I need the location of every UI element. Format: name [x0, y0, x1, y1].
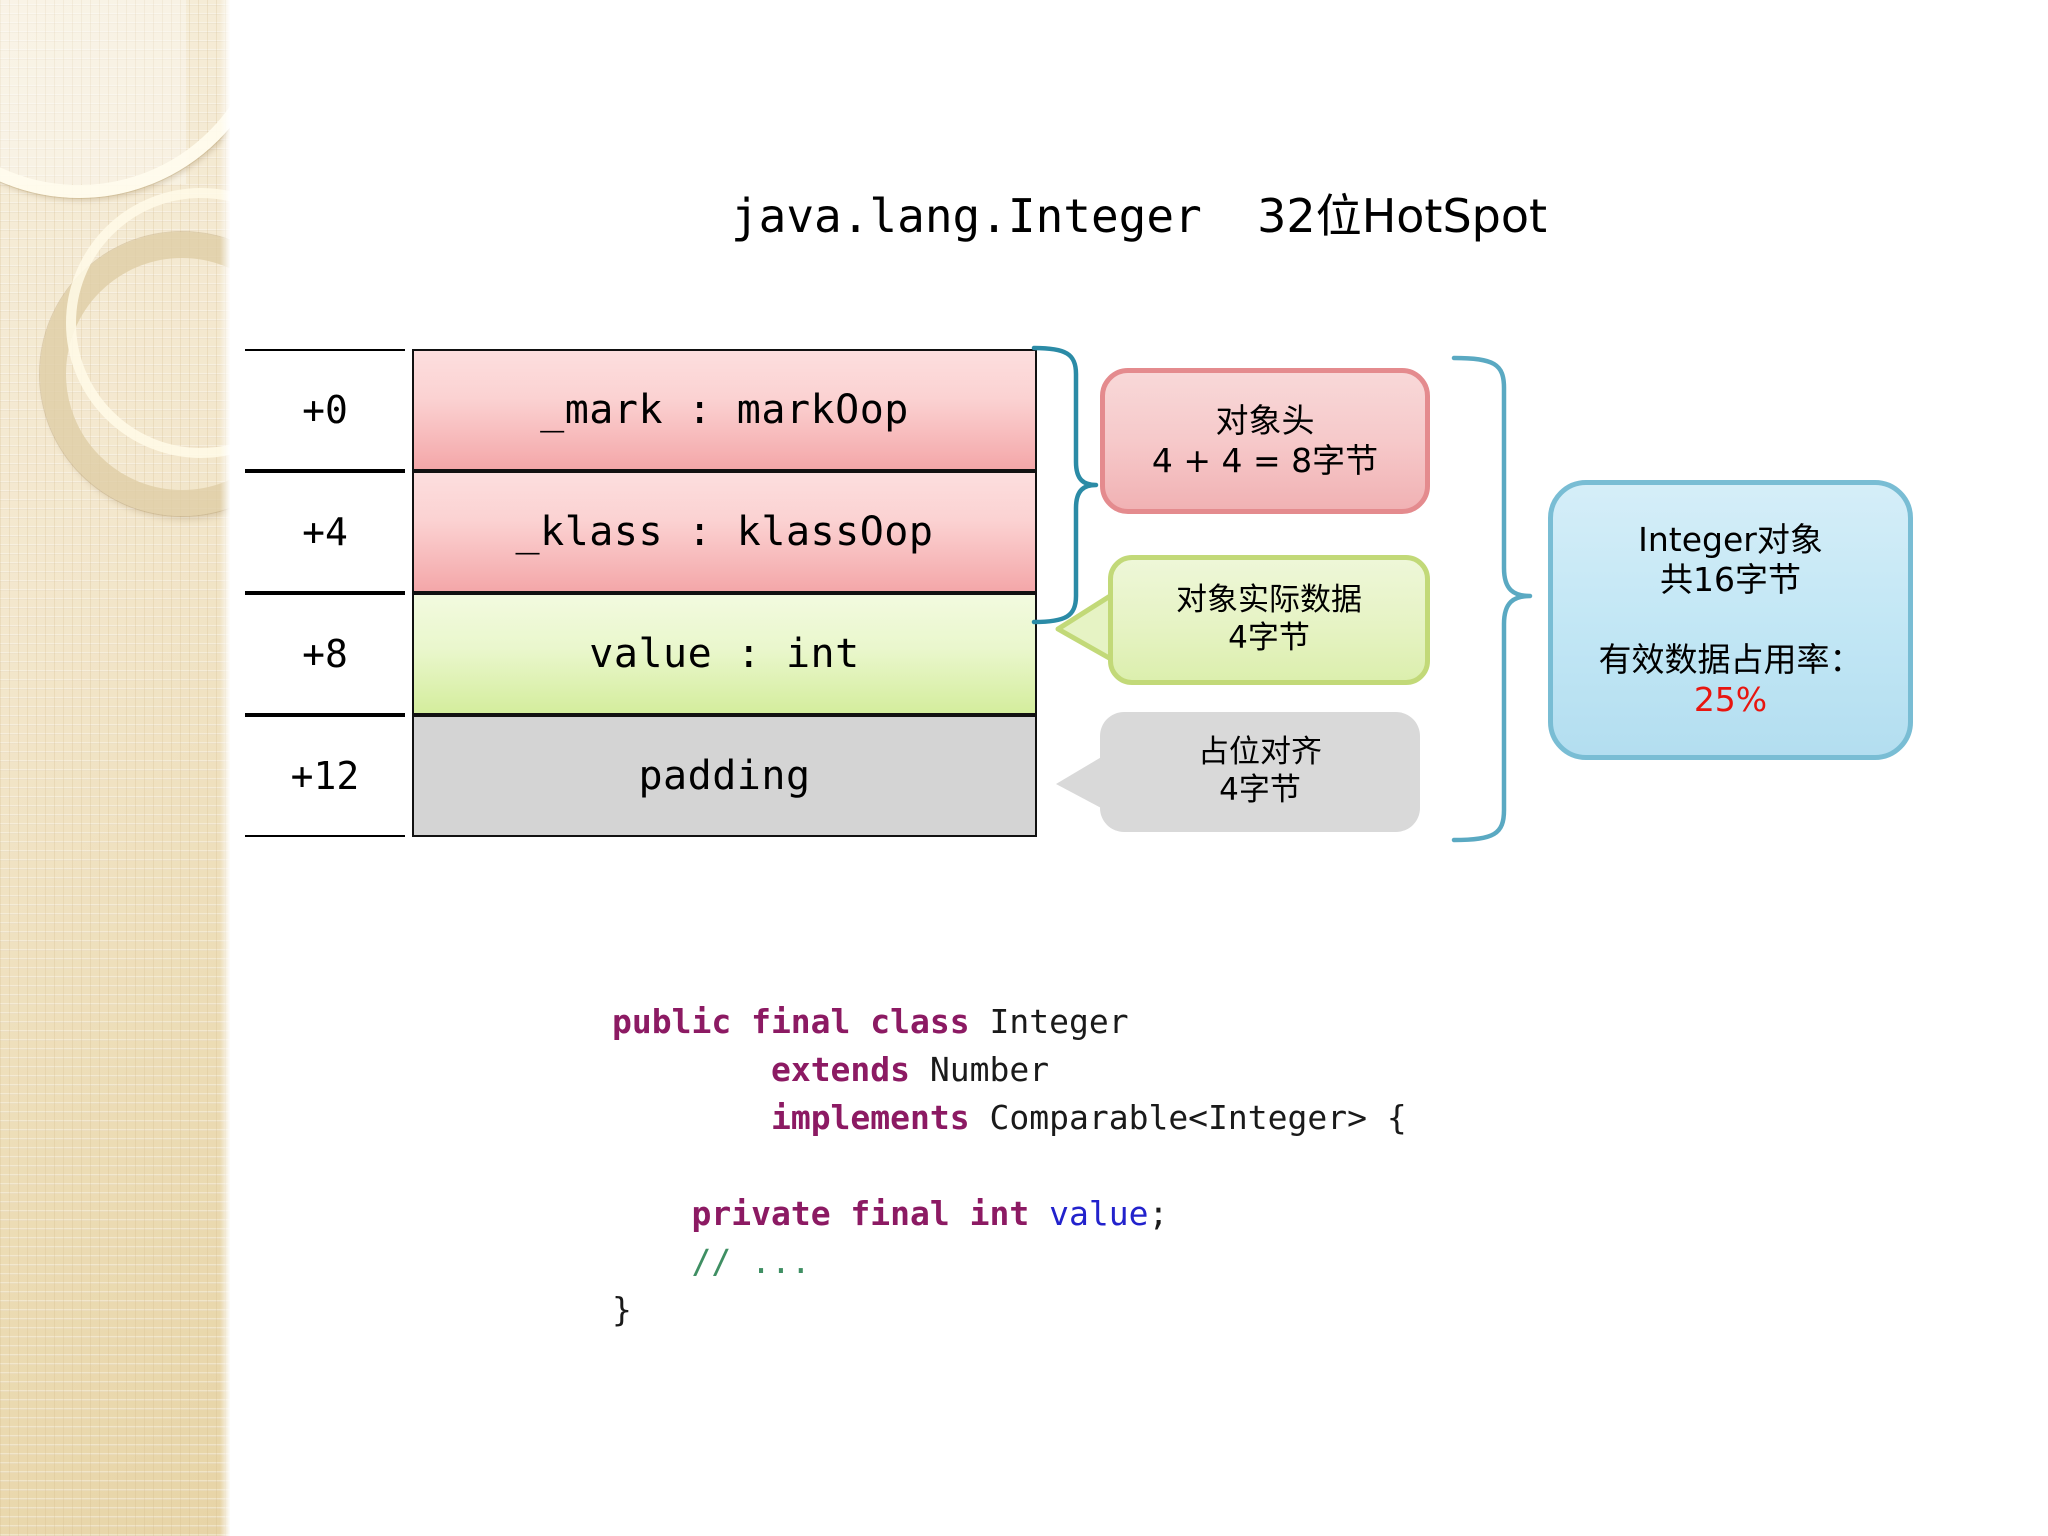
callout-total-group-ratio: 有效数据占用率： 25% [1599, 640, 1863, 721]
memory-row-value: value : int [412, 593, 1037, 715]
code-token: Comparable<Integer> { [969, 1098, 1407, 1137]
code-line [612, 1142, 1407, 1190]
code-token: Integer [969, 1002, 1129, 1041]
callout-total-line3: 有效数据占用率： [1598, 640, 1863, 679]
java-source-snippet: public final class Integer extends Numbe… [612, 998, 1407, 1334]
code-token: implements [770, 1098, 970, 1137]
code-line: public final class Integer [612, 998, 1407, 1046]
page-title: java.lang.Integer 32位HotSpot [230, 180, 2048, 246]
callout-total-percent: 25% [1693, 680, 1768, 720]
code-line: // ... [612, 1238, 1407, 1286]
code-line: } [612, 1286, 1407, 1334]
offset-label-0: +0 [245, 349, 405, 471]
code-line: implements Comparable<Integer> { [612, 1094, 1407, 1142]
callout-object-header-line1: 对象头 [1215, 400, 1315, 440]
code-token [612, 1242, 691, 1281]
code-token: } [612, 1290, 632, 1329]
code-token [612, 1194, 691, 1233]
offset-label-8: +8 [245, 593, 405, 715]
callout-padding-align: 占位对齐 4字节 [1100, 712, 1420, 832]
memory-row-klass: _klass : klassOop [412, 471, 1037, 593]
callout-object-header: 对象头 4 + 4 = 8字节 [1100, 368, 1430, 514]
code-token: // ... [691, 1242, 811, 1281]
code-token: extends [770, 1050, 911, 1089]
code-token: value [1049, 1194, 1149, 1233]
code-token [1029, 1194, 1049, 1233]
code-token: ; [1148, 1194, 1169, 1233]
title-class-name: java.lang.Integer [730, 189, 1202, 243]
callout-actual-data-line2: 4字节 [1228, 620, 1310, 656]
callout-total-group-size: Integer对象 共16字节 [1638, 520, 1823, 601]
callout-padding-align-line1: 占位对齐 [1198, 734, 1322, 771]
callout-total-line2: 共16字节 [1660, 559, 1801, 599]
code-token: Number [910, 1050, 1050, 1089]
callout-object-header-line2: 4 + 4 = 8字节 [1151, 441, 1379, 480]
callout-total-line1: Integer对象 [1638, 519, 1823, 559]
callout-actual-data-line1: 对象实际数据 [1176, 582, 1362, 619]
sidebar-edge-fade [220, 0, 230, 1536]
memory-row-mark: _mark : markOop [412, 349, 1037, 471]
callout-padding-align-line2: 4字节 [1219, 772, 1301, 808]
decorative-sidebar [0, 0, 230, 1536]
memory-row-padding: padding [412, 715, 1037, 837]
code-token: public final class [612, 1002, 970, 1041]
code-line: extends Number [612, 1046, 1407, 1094]
title-platform: 32位HotSpot [1257, 189, 1548, 243]
offset-label-4: +4 [245, 471, 405, 593]
code-token [612, 1098, 771, 1137]
offset-label-12: +12 [245, 715, 405, 837]
code-token [612, 1050, 771, 1089]
callout-actual-data: 对象实际数据 4字节 [1108, 555, 1430, 685]
title-gap [1202, 189, 1257, 243]
code-token: private final int [691, 1194, 1030, 1233]
code-line: private final int value; [612, 1190, 1407, 1238]
callout-total-summary: Integer对象 共16字节 有效数据占用率： 25% [1548, 480, 1913, 760]
